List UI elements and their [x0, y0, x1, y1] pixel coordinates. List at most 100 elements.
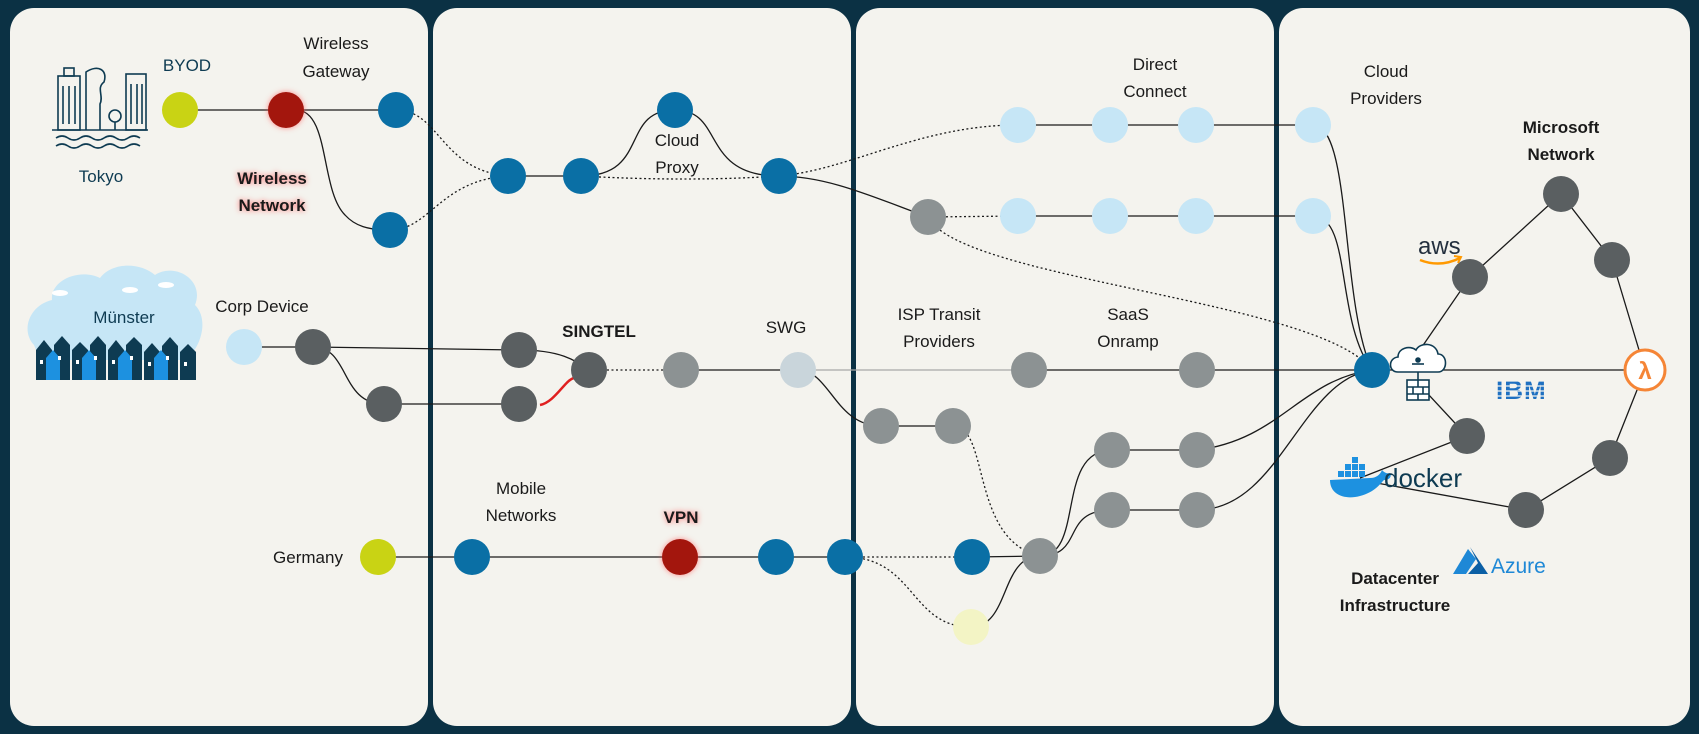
- label-wireless-network: Wireless: [237, 169, 307, 188]
- label-cloud-proxy: Cloud: [655, 131, 699, 150]
- nodes: [162, 92, 1630, 645]
- label-datacenter: Datacenter: [1351, 569, 1439, 588]
- cloud-firewall-icon: [1389, 343, 1447, 401]
- label-munster: Münster: [93, 308, 155, 327]
- edge: [312, 346, 519, 405]
- label-swg: SWG: [766, 318, 807, 337]
- node: [953, 609, 989, 645]
- city-skyline-icon: [52, 67, 148, 149]
- panel-cloud: [1279, 8, 1690, 726]
- label-datacenter: Infrastructure: [1340, 596, 1451, 615]
- node-cloud-proxy: [657, 92, 693, 128]
- label-cloud-proxy: Proxy: [655, 158, 699, 177]
- node: [1592, 440, 1628, 476]
- node: [1179, 492, 1215, 528]
- node-vpn: [662, 539, 698, 575]
- node: [827, 539, 863, 575]
- label-byod: BYOD: [163, 56, 211, 75]
- node: [501, 332, 537, 368]
- node-saas-onramp: [1179, 352, 1215, 388]
- node: [954, 539, 990, 575]
- svg-text:IBM: IBM: [1496, 375, 1547, 405]
- node: [378, 92, 414, 128]
- label-tokyo: Tokyo: [79, 167, 123, 186]
- node: [501, 386, 537, 422]
- node: [663, 352, 699, 388]
- node: [1000, 198, 1036, 234]
- node-singtel: [571, 352, 607, 388]
- label-mobile-networks: Mobile: [496, 479, 546, 498]
- edge: [1196, 369, 1373, 511]
- edge: [1196, 369, 1373, 451]
- node: [295, 329, 331, 365]
- node-cloud-provider: [1295, 198, 1331, 234]
- ibm-logo: IBM: [1494, 375, 1570, 405]
- label-direct-connect: Connect: [1123, 82, 1187, 101]
- node: [1022, 538, 1058, 574]
- label-mobile-networks: Networks: [486, 506, 557, 525]
- node-wireless-gateway: [268, 92, 304, 128]
- svg-text:Azure: Azure: [1491, 555, 1546, 578]
- svg-text:docker: docker: [1384, 463, 1462, 493]
- node-direct-connect: [1092, 107, 1128, 143]
- edge: [927, 216, 1373, 371]
- label-cloud-providers: Cloud: [1364, 62, 1408, 81]
- node: [863, 408, 899, 444]
- label-germany: Germany: [273, 548, 343, 567]
- node-datacenter-hub: [1354, 352, 1390, 388]
- labels: BYOD Wireless Gateway Tokyo Wireless Net…: [79, 34, 1600, 615]
- node: [1508, 492, 1544, 528]
- node: [372, 212, 408, 248]
- node-isp-transit: [1011, 352, 1047, 388]
- label-wireless-gateway: Wireless: [303, 34, 368, 53]
- node-mobile-network: [454, 539, 490, 575]
- edge: [952, 425, 1041, 557]
- edge: [389, 175, 509, 231]
- node: [758, 539, 794, 575]
- azure-logo: Azure: [1453, 547, 1546, 578]
- node: [1094, 492, 1130, 528]
- node-germany: [360, 539, 396, 575]
- edge: [844, 556, 972, 628]
- node: [761, 158, 797, 194]
- node: [1092, 198, 1128, 234]
- edge-highlight: [539, 376, 575, 407]
- label-microsoft-network: Microsoft: [1523, 118, 1600, 137]
- edge: [1312, 124, 1373, 371]
- label-wireless-network: Network: [238, 196, 306, 215]
- label-wireless-gateway: Gateway: [302, 62, 370, 81]
- node: [490, 158, 526, 194]
- node: [563, 158, 599, 194]
- node: [1452, 259, 1488, 295]
- node: [1594, 242, 1630, 278]
- edge: [295, 109, 391, 231]
- node-microsoft-network: [1543, 176, 1579, 212]
- edge: [395, 109, 509, 177]
- edge: [778, 175, 929, 218]
- node: [1178, 198, 1214, 234]
- aws-logo: aws: [1418, 233, 1463, 265]
- label-direct-connect: Direct: [1133, 55, 1178, 74]
- label-vpn: VPN: [664, 508, 699, 527]
- node: [1094, 432, 1130, 468]
- node-cloud-provider: [1295, 107, 1331, 143]
- label-cloud-providers: Providers: [1350, 89, 1422, 108]
- edge: [312, 346, 520, 351]
- docker-logo: docker: [1330, 457, 1462, 498]
- town-houses-icon: [27, 265, 203, 380]
- lambda-icon: λ: [1623, 348, 1667, 392]
- node: [366, 386, 402, 422]
- label-singtel: SINGTEL: [562, 322, 636, 341]
- edge: [778, 124, 1019, 177]
- node: [1449, 418, 1485, 454]
- label-corp-device: Corp Device: [215, 297, 309, 316]
- node: [1178, 107, 1214, 143]
- label-saas-onramp: SaaS: [1107, 305, 1149, 324]
- edge: [580, 175, 780, 180]
- label-microsoft-network: Network: [1527, 145, 1595, 164]
- node: [1000, 107, 1036, 143]
- node-corp-device: [226, 329, 262, 365]
- node: [935, 408, 971, 444]
